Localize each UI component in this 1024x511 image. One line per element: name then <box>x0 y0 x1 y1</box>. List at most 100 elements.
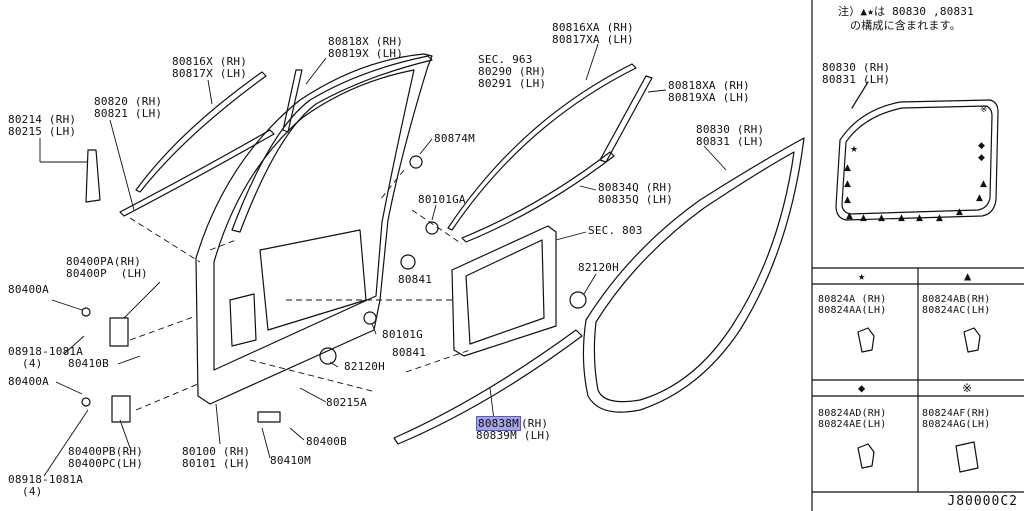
leader-80101ga <box>431 204 437 221</box>
leader-08918-bot <box>43 409 89 477</box>
leader-80410m <box>261 427 271 459</box>
moulding-80838m <box>393 329 583 445</box>
diagram-code: J80000C2 <box>947 494 1018 509</box>
label-82120h-right: 82120H <box>578 261 619 274</box>
leader-80400a-top <box>51 299 83 311</box>
bolt-bottom <box>81 397 91 407</box>
leader-sec803 <box>555 231 587 241</box>
leader-80816x <box>207 79 213 105</box>
plug-82120h-c <box>319 347 337 365</box>
label-80818x-rh: 80818X (RH) <box>328 35 404 48</box>
label-80100-rh: 80100 (RH) <box>182 445 251 458</box>
marker-tri-1: ▲ <box>844 163 851 173</box>
marker-diamond-1: ◆ <box>978 153 985 163</box>
label-80818xa-rh: 80818XA (RH) <box>668 79 750 92</box>
label-sec963: SEC. 963 <box>478 53 533 66</box>
legend-kome-rh: 80824AF(RH) <box>922 408 991 419</box>
run-channel-80816x <box>135 71 267 193</box>
clip-triangle-shape <box>963 327 981 353</box>
leader-80874m <box>419 138 433 155</box>
marker-diamond-2: ◆ <box>978 141 985 151</box>
leader-80838m <box>489 387 495 421</box>
label-80290: 80290 (RH) <box>478 65 547 78</box>
label-80816x-lh: 80817X (LH) <box>172 67 248 80</box>
plug-82120h-r <box>569 291 587 309</box>
door-module-sec803 <box>451 225 557 357</box>
legend-diamond-lh: 80824AE(LH) <box>818 419 887 430</box>
leader-80820 <box>109 119 135 211</box>
label-08918-bottom: 08918-1081A <box>8 473 84 486</box>
note-line-1: 注）▲★は 80830 ,80831 <box>838 5 974 18</box>
inset-leader <box>851 81 869 109</box>
leader-80400pa <box>123 281 161 319</box>
label-sec803: SEC. 803 <box>588 224 643 237</box>
label-80291: 80291 (LH) <box>478 77 547 90</box>
marker-tri-4: ▲ <box>846 211 853 221</box>
legend-diamond-symbol: ◆ <box>858 381 866 395</box>
inset-seal-outline <box>835 99 999 221</box>
label-80101g: 80101G <box>382 328 423 341</box>
label-80830-rh: 80830 (RH) <box>696 123 765 136</box>
bolt-top <box>81 307 91 317</box>
label-80820-lh: 80821 (LH) <box>94 107 163 120</box>
label-80834q-rh: 80834Q (RH) <box>598 181 674 194</box>
marker-tri-3: ▲ <box>844 195 851 205</box>
legend-star-lh: 80824AA(LH) <box>818 305 887 316</box>
legend-star-symbol: ★ <box>858 269 866 283</box>
label-80410b: 80410B <box>68 357 109 370</box>
dash-1 <box>129 217 201 263</box>
strip-80834q <box>461 151 615 243</box>
clip-kome-shape <box>955 441 979 473</box>
leader-82120h-r <box>583 273 597 295</box>
label-80410m: 80410M <box>270 454 311 467</box>
marker-tri-9: ▲ <box>936 213 943 223</box>
label-80400pb-rh: 80400PB(RH) <box>68 445 144 458</box>
dash-8 <box>249 359 377 393</box>
leader-82120h-c <box>329 361 339 368</box>
label-80816xa-lh: 80817XA (LH) <box>552 33 634 46</box>
clip-diamond-shape <box>857 443 875 469</box>
weatherstrip-80830-inner <box>593 151 795 403</box>
inset-seal-rh: 80830 (RH) <box>822 61 891 74</box>
marker-kome: ※ <box>980 105 988 115</box>
label-80101-lh: 80101 (LH) <box>182 457 251 470</box>
legend-triangle-rh: 80824AB(RH) <box>922 294 991 305</box>
label-80400a-bottom: 80400A <box>8 375 49 388</box>
label-80816x-rh: 80816X (RH) <box>172 55 248 68</box>
marker-tri-2: ▲ <box>844 179 851 189</box>
label-80838m-rh-suffix: (RH) <box>520 417 549 430</box>
label-80820-rh: 80820 (RH) <box>94 95 163 108</box>
hinge-upper <box>109 317 129 347</box>
label-80841-b: 80841 <box>392 346 427 359</box>
leader-80830 <box>703 145 727 171</box>
label-08918-bottom-qty: (4) <box>22 485 43 498</box>
label-08918-top-qty: (4) <box>22 357 43 370</box>
legend-triangle-symbol: ▲ <box>964 269 972 283</box>
leader-08918-top <box>63 335 85 355</box>
label-80400pc-lh: 80400PC(LH) <box>68 457 144 470</box>
label-08918-top: 08918-1081A <box>8 345 84 358</box>
marker-tri-12: ▲ <box>980 179 987 189</box>
label-80215a: 80215A <box>326 396 367 409</box>
run-channel-80818x <box>282 69 303 133</box>
plug-80841a <box>400 254 416 270</box>
label-80838m-rh: 80838M(RH) <box>476 416 549 431</box>
highlight-80838m[interactable]: 80838M <box>476 416 521 431</box>
legend-kome-symbol: ※ <box>962 381 973 395</box>
label-80400pa-rh: 80400PA(RH) <box>66 255 142 268</box>
marker-tri-10: ▲ <box>956 207 963 217</box>
marker-star: ★ <box>850 145 858 155</box>
legend-diamond-rh: 80824AD(RH) <box>818 408 887 419</box>
door-frame-80100 <box>195 53 433 405</box>
label-80214-rh: 80214 (RH) <box>8 113 77 126</box>
dash-5 <box>411 209 463 245</box>
marker-tri-7: ▲ <box>898 213 905 223</box>
door-module-inner <box>465 239 545 345</box>
checker-80410m <box>257 411 281 423</box>
leader-80400a-bot <box>55 381 83 395</box>
leader-80100 <box>215 403 221 445</box>
note-line-2: の構成に含まれます。 <box>850 19 961 32</box>
clip-80874m <box>409 155 423 169</box>
leader-80816xa <box>585 43 599 81</box>
sash-80214 <box>85 149 101 203</box>
